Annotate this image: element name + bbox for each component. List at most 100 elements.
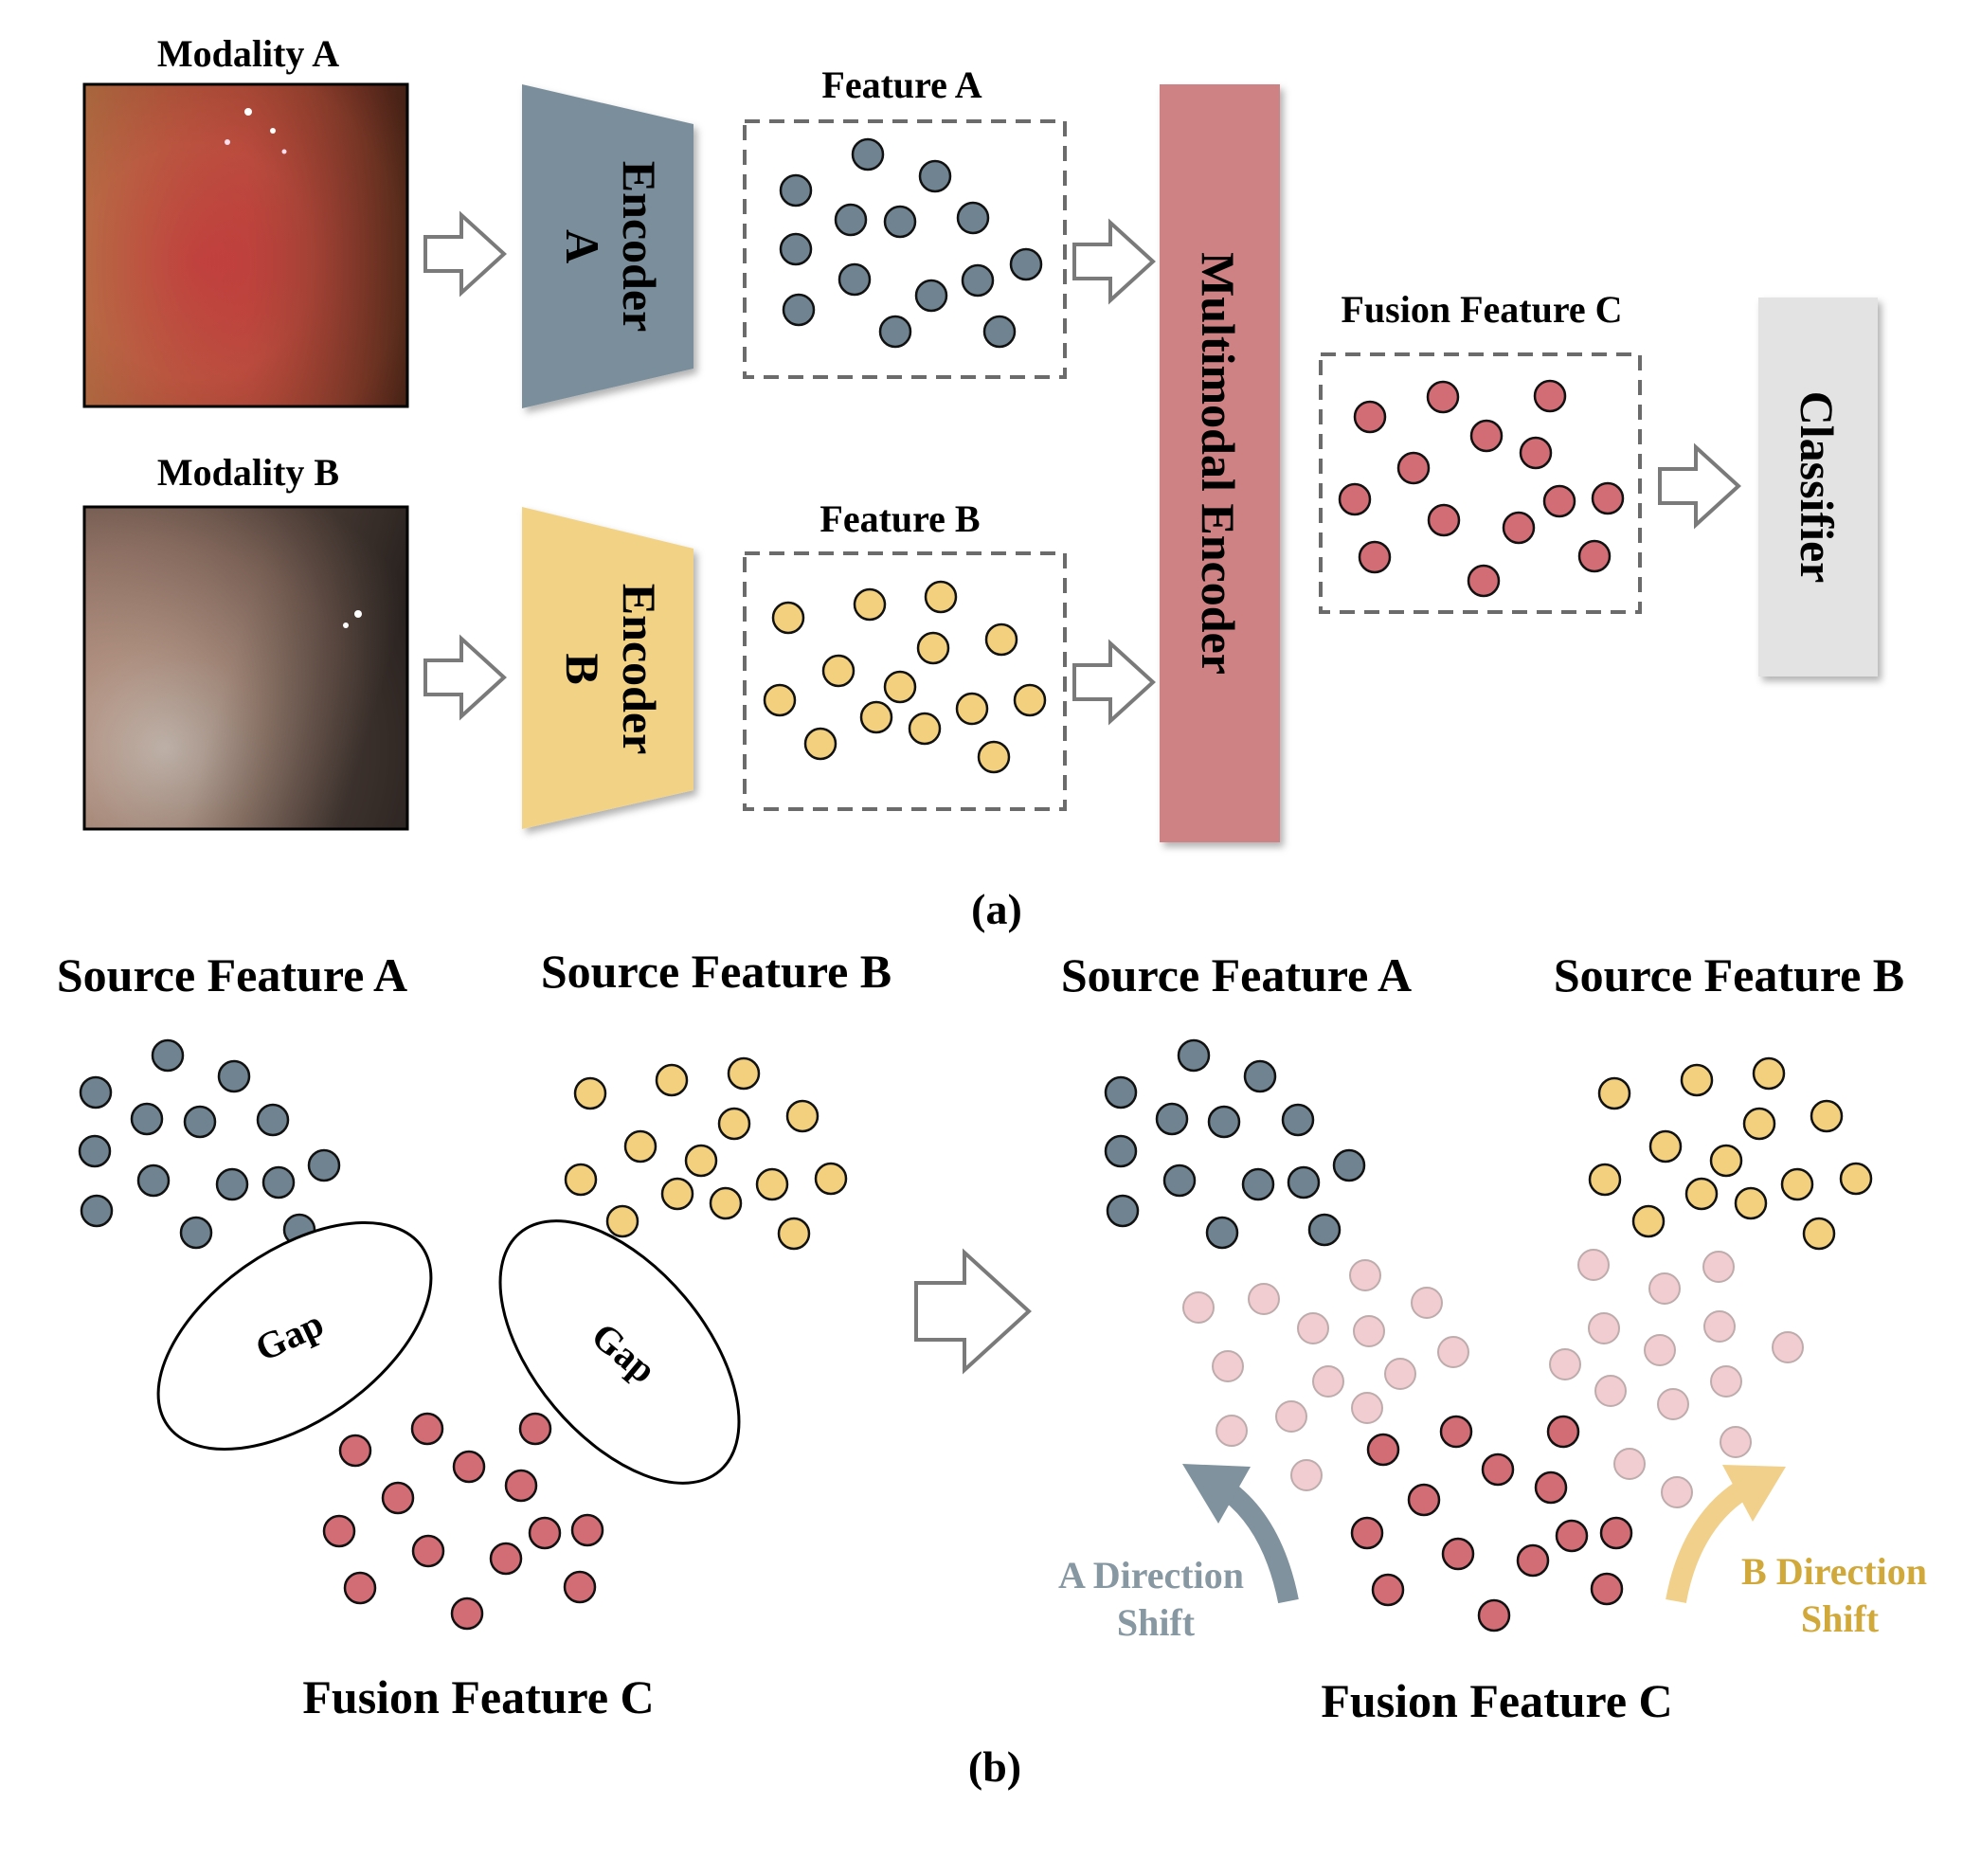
feature-point — [859, 700, 893, 734]
feature-point — [777, 1217, 811, 1251]
feature-point — [771, 601, 805, 635]
feature-point — [1644, 1334, 1676, 1366]
feature-point — [1516, 1543, 1550, 1578]
feature-point — [914, 279, 948, 313]
feature-point — [1661, 1476, 1693, 1508]
feature-point — [136, 1163, 171, 1198]
feature-point — [1207, 1105, 1241, 1139]
feature-point — [1106, 1194, 1140, 1228]
feature-point — [1241, 1167, 1275, 1201]
feature-point — [1426, 380, 1460, 414]
feature-point — [1384, 1358, 1416, 1390]
feature-point — [918, 159, 952, 193]
right-fusion-label: Fusion Feature C — [1321, 1674, 1672, 1727]
feature-point — [1312, 1365, 1344, 1398]
feature-point — [1534, 1470, 1568, 1505]
feature-point — [1657, 1388, 1689, 1420]
feature-b-points — [763, 580, 1047, 774]
feature-point — [1281, 1103, 1315, 1137]
multimodal-encoder-label: Multimodal Encoder — [1192, 252, 1245, 675]
feature-point — [1703, 1310, 1736, 1343]
feature-point — [1549, 1348, 1581, 1380]
feature-point — [1469, 419, 1504, 453]
left-source-a-points — [78, 1038, 341, 1250]
feature-point — [883, 670, 917, 704]
feature-point — [1613, 1448, 1646, 1480]
feature-point — [1599, 1516, 1633, 1550]
encoder-b-line1: Encoder — [613, 584, 666, 755]
feature-point — [1351, 1392, 1383, 1424]
feature-point — [338, 1434, 372, 1468]
feature-point — [573, 1076, 607, 1110]
fusion-feature-points — [1338, 379, 1625, 598]
right-arrow-icon — [423, 210, 507, 298]
feature-point — [1648, 1272, 1681, 1305]
feature-point — [1307, 1213, 1342, 1247]
feature-point — [785, 1099, 819, 1133]
fusion-feature-box — [1319, 352, 1642, 614]
feature-point — [1802, 1217, 1836, 1251]
feature-point — [803, 727, 837, 761]
feature-point — [1577, 539, 1612, 573]
left-fusion-label: Fusion Feature C — [302, 1670, 654, 1723]
right-source-a-points — [1104, 1038, 1366, 1250]
feature-point — [1577, 1249, 1610, 1281]
modality-b-image — [82, 505, 409, 831]
right-arrow-icon — [423, 634, 507, 721]
feature-point — [1104, 1134, 1138, 1168]
gap-right-ellipse — [498, 1219, 741, 1485]
feature-point — [1297, 1312, 1329, 1344]
feature-point — [1013, 683, 1047, 717]
feature-point — [1710, 1365, 1742, 1398]
encoder-a-line1: Encoder — [613, 161, 666, 333]
panel-b: Source Feature A Source Feature B Gap Ga… — [57, 945, 1927, 1791]
feature-point — [655, 1063, 689, 1097]
multimodal-encoder: Multimodal Encoder — [1160, 84, 1280, 842]
feature-point — [381, 1481, 415, 1515]
feature-point — [1477, 1598, 1511, 1632]
feature-point — [570, 1513, 604, 1547]
feature-point — [814, 1162, 848, 1196]
feature-point — [1555, 1519, 1589, 1553]
feature-point — [563, 1570, 597, 1604]
feature-point — [1742, 1107, 1776, 1141]
feature-b-box — [743, 551, 1067, 811]
feature-point — [1439, 1415, 1473, 1449]
feature-point — [1591, 481, 1625, 515]
feature-a-points — [779, 137, 1043, 349]
feature-point — [1353, 400, 1387, 434]
feature-b-label: Feature B — [819, 497, 980, 540]
feature-point — [179, 1216, 213, 1250]
classifier-label: Classifier — [1791, 391, 1844, 584]
left-source-b-label: Source Feature B — [541, 945, 891, 998]
right-source-b-points — [1588, 1056, 1873, 1251]
feature-point — [834, 203, 868, 237]
feature-point — [1104, 1075, 1138, 1109]
feature-point — [1366, 1433, 1400, 1467]
feature-point — [1702, 1251, 1735, 1283]
feature-point — [982, 315, 1017, 349]
feature-point — [684, 1144, 718, 1178]
feature-point — [450, 1596, 484, 1631]
modality-a-image — [82, 82, 409, 408]
feature-point — [1205, 1216, 1239, 1250]
feature-point — [1287, 1165, 1321, 1200]
feature-point — [956, 201, 990, 235]
feature-point — [1780, 1167, 1814, 1201]
right-arrow-icon — [914, 1248, 1032, 1375]
feature-point — [1437, 1336, 1469, 1368]
feature-point — [779, 232, 813, 266]
feature-point — [908, 712, 942, 746]
feature-point — [1684, 1177, 1719, 1211]
modality-a-label: Modality A — [157, 32, 339, 75]
feature-point — [1810, 1099, 1844, 1133]
feature-point — [660, 1177, 694, 1211]
right-arrow-icon — [1658, 442, 1741, 530]
shifted-points-b — [1549, 1249, 1804, 1508]
feature-point — [1772, 1331, 1804, 1363]
feature-point — [1597, 1076, 1631, 1110]
feature-point — [1588, 1163, 1622, 1197]
gap-left: Gap — [156, 1220, 433, 1452]
feature-point — [261, 1165, 296, 1200]
